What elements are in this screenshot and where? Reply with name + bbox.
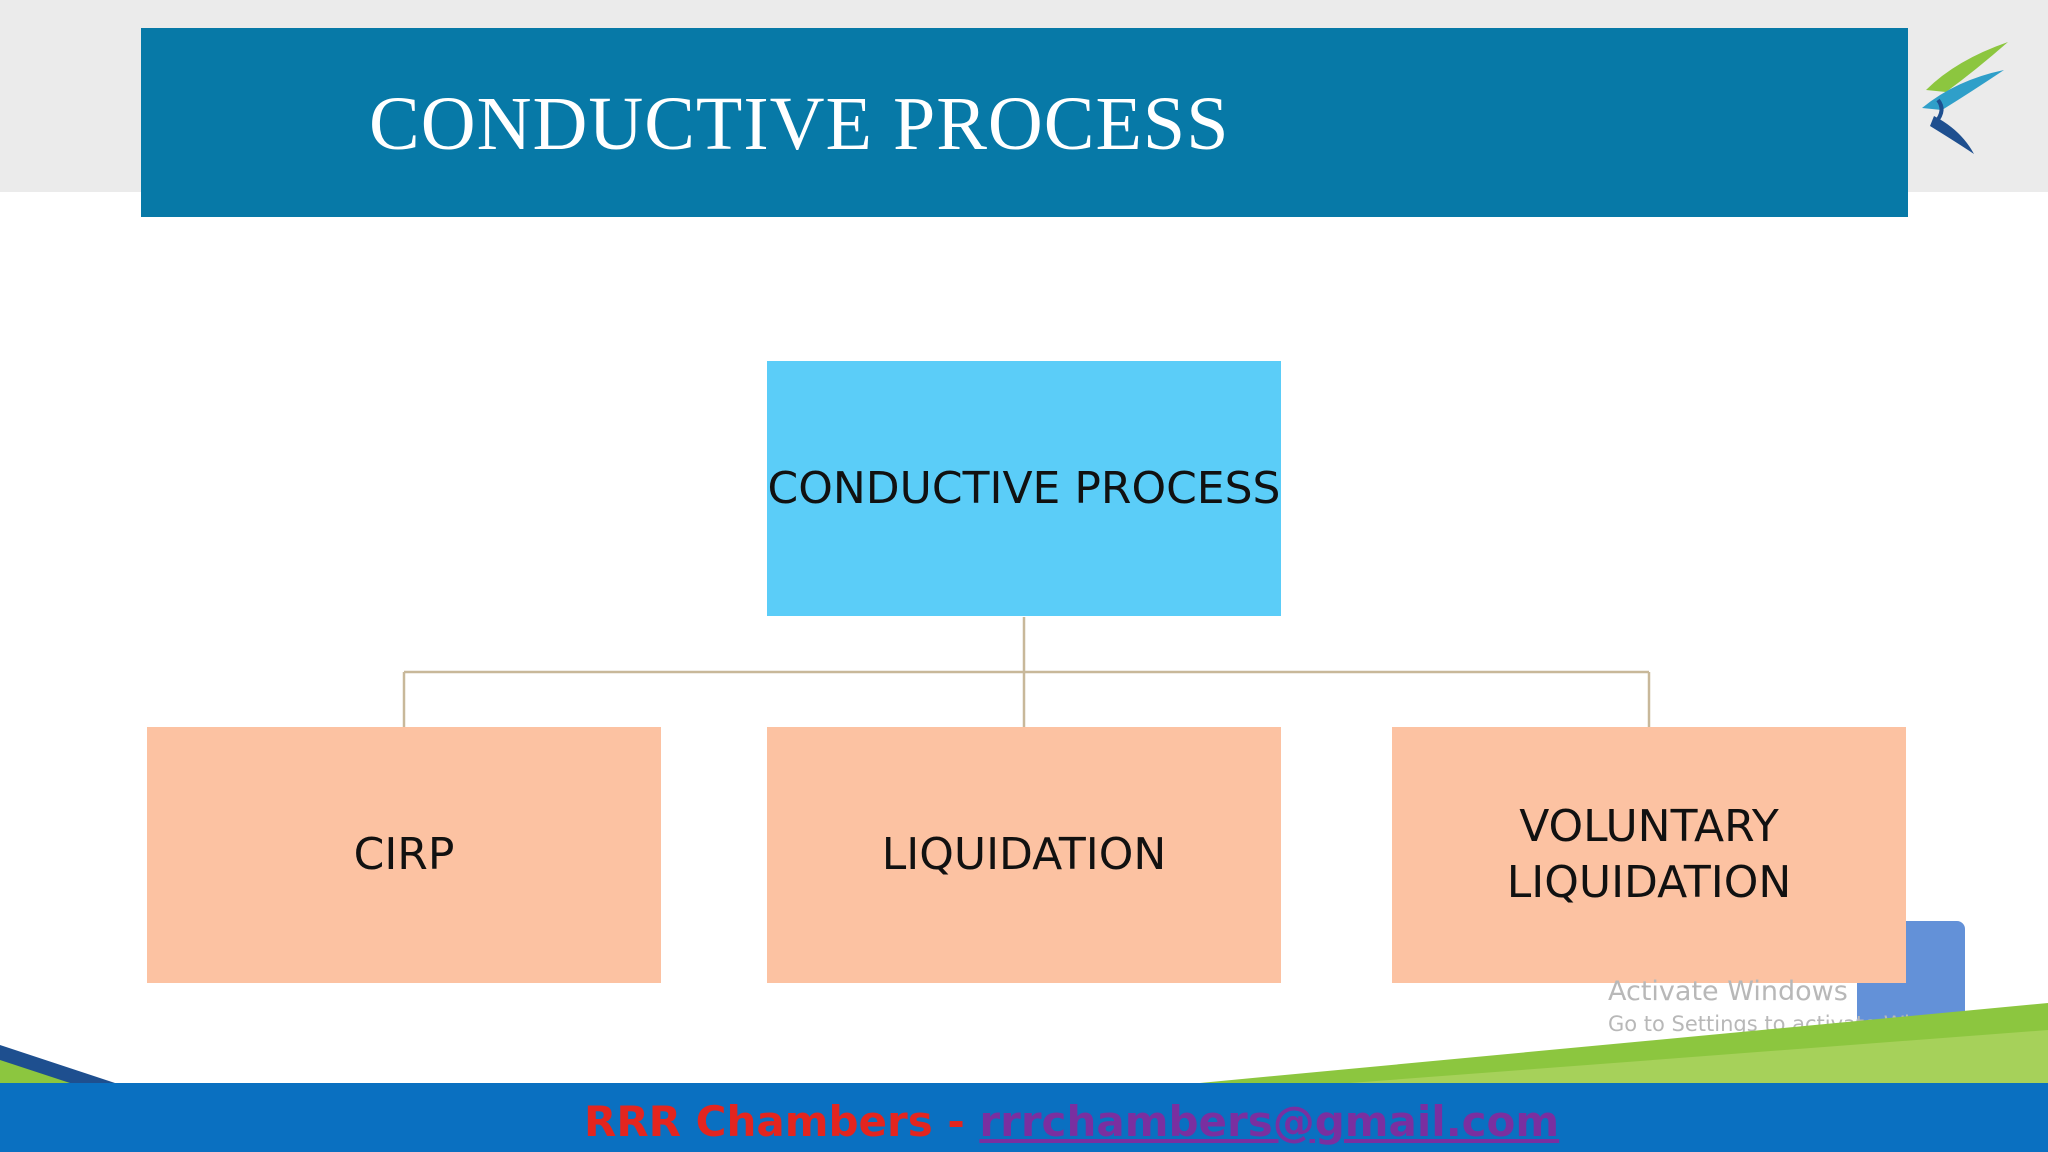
child-node-voluntary-liquidation: VOLUNTARY LIQUIDATION — [1392, 727, 1906, 983]
child-node-label-line-1: VOLUNTARY — [1519, 801, 1779, 852]
child-node-cirp: CIRP — [147, 727, 661, 983]
child-node-liquidation: LIQUIDATION — [767, 727, 1281, 983]
child-node-label-line-2: LIQUIDATION — [1506, 857, 1792, 908]
child-node-label: LIQUIDATION — [881, 829, 1167, 880]
slide-title: CONDUCTIVE PROCESS — [369, 82, 1230, 166]
root-node: CONDUCTIVE PROCESS — [767, 361, 1281, 616]
root-node-label: CONDUCTIVE PROCESS — [767, 462, 1281, 514]
watermark-title: Activate Windows — [1608, 976, 1848, 1007]
bird-logo-icon — [1922, 42, 2008, 154]
title-bar — [141, 28, 1908, 217]
footer-bar — [0, 1083, 2048, 1152]
footer-email-link[interactable]: rrrchambers@gmail.com — [979, 1097, 1560, 1146]
footer-name: RRR Chambers - — [584, 1097, 980, 1146]
footer-contact: RRR Chambers - rrrchambers@gmail.com — [584, 1094, 1559, 1150]
child-node-label: CIRP — [353, 829, 455, 880]
